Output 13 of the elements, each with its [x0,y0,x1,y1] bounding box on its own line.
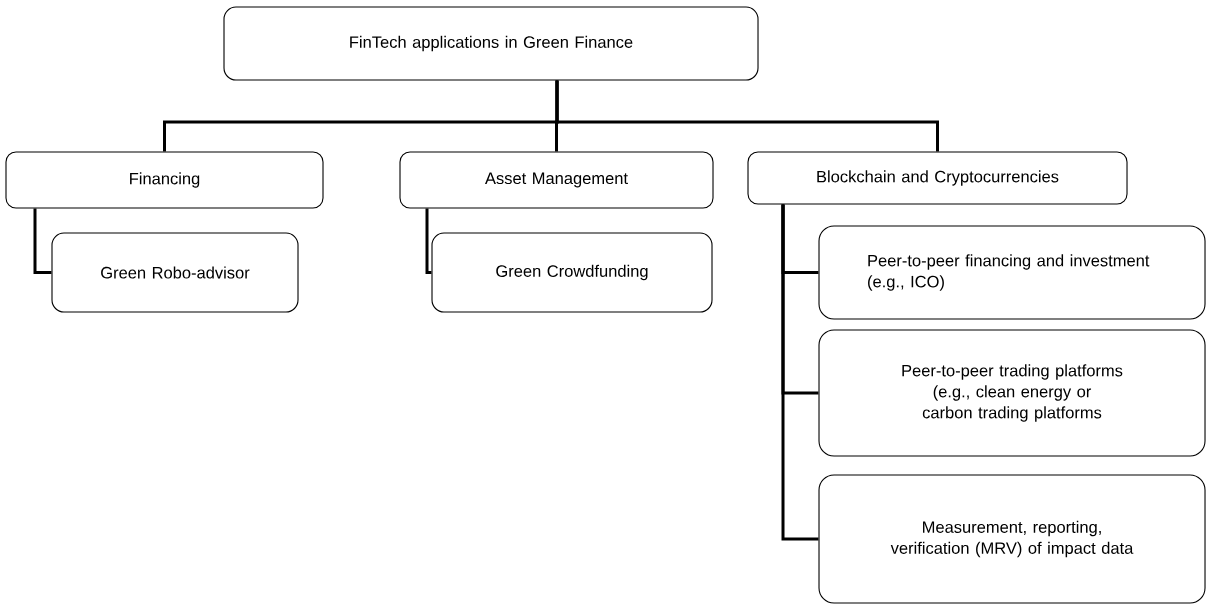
category-box: Blockchain and Cryptocurrencies [747,151,1128,205]
connector [425,208,432,274]
application-box: Peer-to-peer trading platforms (e.g., clean energy or carbon trading platforms [818,329,1206,457]
connector [781,204,819,541]
application-box: Measurement, reporting, verification (MRV) of impact data [818,474,1206,604]
root-box: FinTech applications in Green Finance [223,6,759,81]
connector [555,80,939,152]
category-box: Asset Management [399,151,714,209]
application-box: Peer-to-peer financing and investment (e.g., ICO) [818,225,1206,320]
connector [33,208,52,274]
category-box: Financing [5,151,324,209]
application-box: Green Crowdfunding [431,232,713,313]
application-box: Green Robo-advisor [51,232,299,313]
